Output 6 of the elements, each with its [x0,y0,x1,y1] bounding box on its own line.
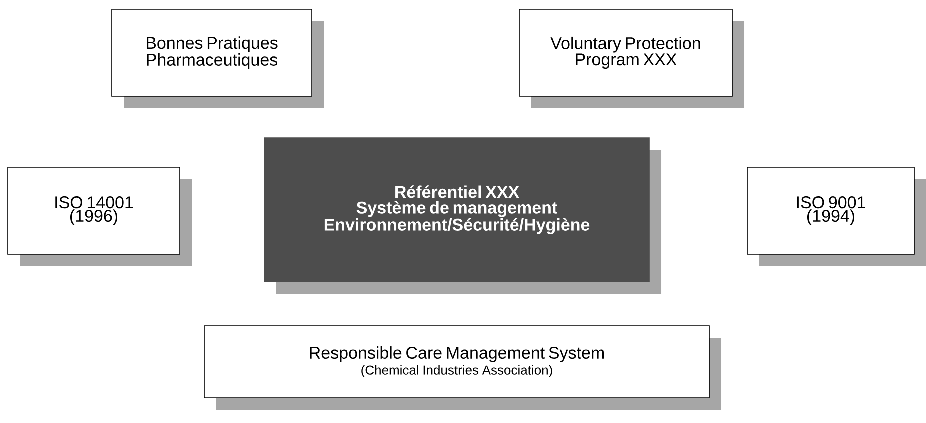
standard-box: Bonnes Pratiques Pharmaceutiques [112,9,324,108]
highlight-box: Référentiel XXX Système de management Environnement/Sécurité/Hygiène [264,138,662,294]
standard-box: ISO 9001 (1994) [747,167,926,266]
standard-box: Voluntary Protection Program XXX [519,9,744,108]
standard-box: ISO 14001 (1996) [8,167,192,266]
standard-box: Responsible Care Management System (Chemical Industries Association) [204,326,722,410]
